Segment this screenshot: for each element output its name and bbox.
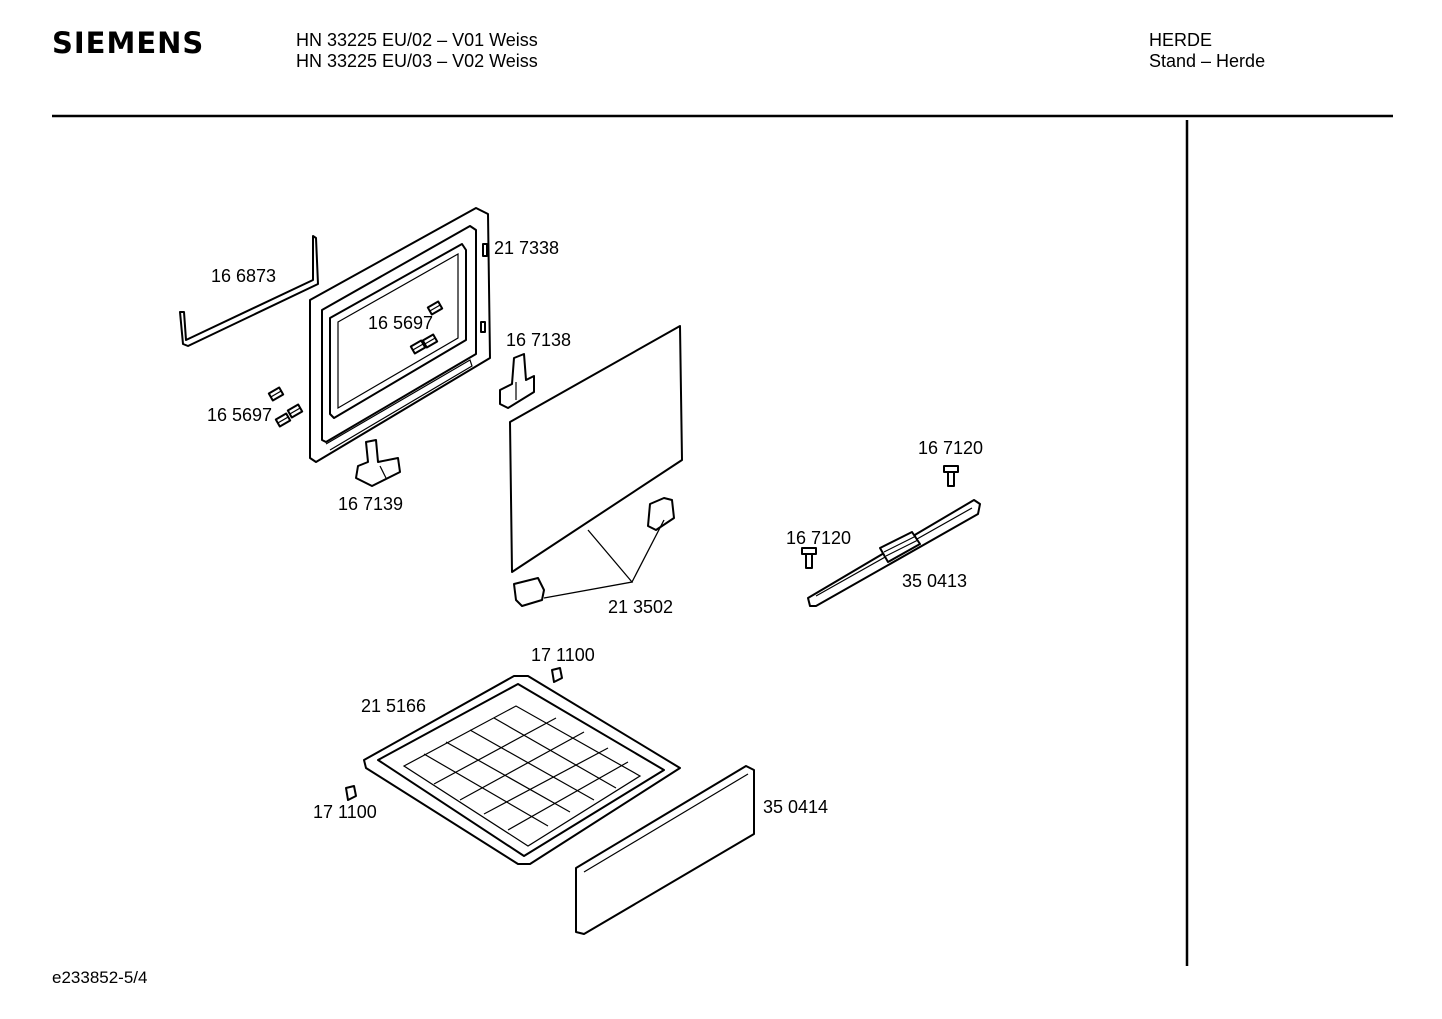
label-screw-upper: 16 5697 bbox=[368, 313, 433, 333]
hinge-left bbox=[355, 439, 401, 487]
label-hinge-left: 16 7139 bbox=[338, 494, 403, 514]
drawer-clip-top bbox=[551, 667, 563, 683]
model-line: HN 33225 EU/03 – V02 Weiss bbox=[296, 51, 538, 71]
label-handle: 35 0413 bbox=[902, 571, 967, 591]
drawer-tray bbox=[363, 675, 681, 865]
drawer-clip-left bbox=[345, 785, 357, 801]
label-drawer-tray: 21 5166 bbox=[361, 696, 426, 716]
label-screw-lower: 16 5697 bbox=[207, 405, 272, 425]
category-block: HERDE Stand – Herde bbox=[1149, 30, 1265, 72]
door-frame bbox=[309, 207, 491, 463]
glass-pane bbox=[509, 325, 683, 607]
model-list: HN 33225 EU/02 – V01 Weiss HN 33225 EU/0… bbox=[296, 30, 538, 72]
label-glass-pane: 21 3502 bbox=[608, 597, 673, 617]
handle-screw-left bbox=[801, 547, 817, 569]
label-handle-screw-left: 16 7120 bbox=[786, 528, 851, 548]
drawer-front bbox=[575, 765, 755, 935]
model-line: HN 33225 EU/02 – V01 Weiss bbox=[296, 30, 538, 50]
screw-group-lower bbox=[267, 386, 304, 428]
label-handle-screw-top: 16 7120 bbox=[918, 438, 983, 458]
category-subtitle: Stand – Herde bbox=[1149, 51, 1266, 71]
category-title: HERDE bbox=[1149, 30, 1213, 50]
label-drawer-clip-top: 17 1100 bbox=[531, 645, 595, 665]
hinge-right bbox=[499, 353, 535, 409]
handle-screw-top bbox=[943, 465, 959, 487]
screw-group-upper bbox=[409, 300, 444, 355]
label-drawer-front: 35 0414 bbox=[763, 797, 828, 817]
brand-logo: SIEMENS bbox=[52, 26, 205, 60]
label-hinge-right: 16 7138 bbox=[506, 330, 571, 350]
label-door-seal-bar: 16 6873 bbox=[211, 266, 276, 286]
label-drawer-clip-left: 17 1100 bbox=[313, 802, 377, 822]
handle bbox=[807, 499, 981, 607]
door-seal-bar bbox=[179, 235, 319, 347]
drawing-code: e233852-5/4 bbox=[52, 968, 148, 987]
label-door-frame: 21 7338 bbox=[494, 238, 559, 258]
